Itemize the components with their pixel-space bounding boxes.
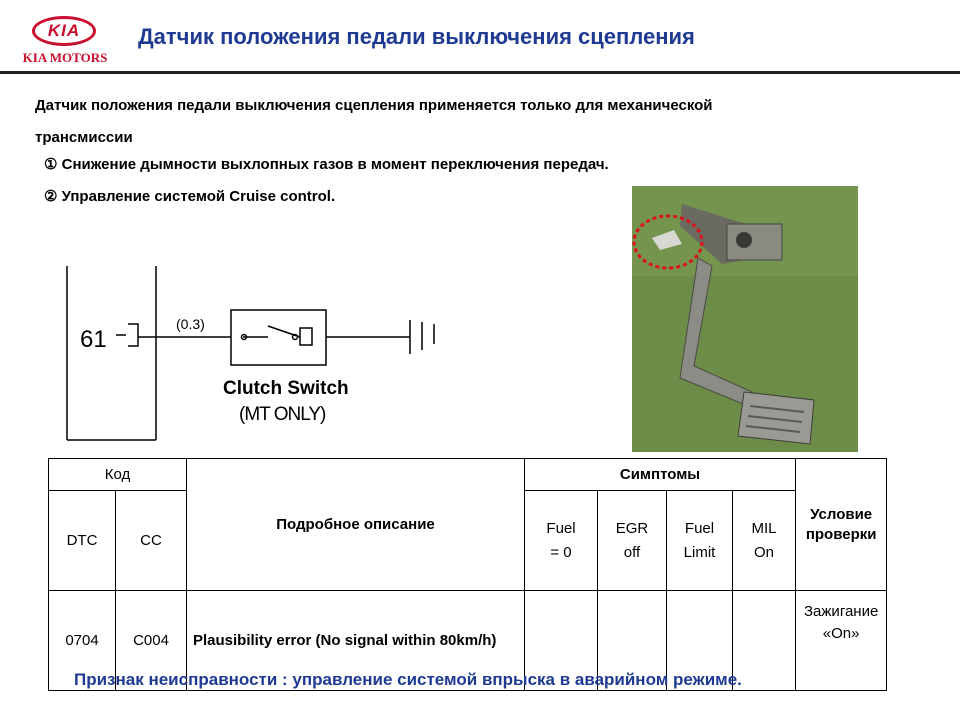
- cc-header: CC: [115, 490, 187, 591]
- switch-contact-right: [291, 333, 299, 341]
- connector-bracket: [128, 323, 139, 347]
- clutch-switch-label: Clutch Switch: [223, 378, 349, 399]
- bullet-cruise-control: ② Управление системой Cruise control.: [44, 188, 336, 205]
- clutch-switch-wiring-diagram: 61 (0.3): [66, 266, 435, 441]
- dtc-code: 0704: [48, 590, 116, 691]
- dtc-header: DTC: [48, 490, 116, 591]
- wire-gauge: (0.3): [176, 316, 205, 332]
- intro-paragraph: Датчик положения педали выключения сцепл…: [35, 90, 905, 154]
- title-divider: [0, 71, 960, 74]
- switch-contact-left: [240, 333, 248, 341]
- sensor-connector: [652, 230, 682, 250]
- dtc-table: Код Подробное описание Симптомы Условие …: [48, 458, 888, 691]
- kia-motors-text: KIA MOTORS: [22, 50, 108, 65]
- description-cell: Plausibility error (No signal within 80k…: [186, 590, 525, 691]
- bullet-smoke-reduction: ① Снижение дымности выхлопных газов в мо…: [44, 156, 609, 173]
- switch-housing: [726, 223, 783, 261]
- code-header: Код: [48, 458, 187, 491]
- condition-cell: Зажигание «On»: [794, 590, 888, 691]
- description-header: Подробное описание: [186, 458, 525, 591]
- bracket-bolt: [736, 232, 752, 248]
- intro-line-2: трансмиссии: [35, 129, 133, 146]
- kia-emblem-text: KIA: [47, 21, 81, 40]
- symptom-fuel-zero: Fuel= 0: [524, 490, 598, 591]
- slide-title: Датчик положения педали выключения сцепл…: [138, 24, 695, 49]
- intro-line-1: Датчик положения педали выключения сцепл…: [35, 97, 713, 114]
- kia-logo: KIA KIA MOTORS: [12, 14, 118, 70]
- kia-emblem: KIA: [32, 16, 96, 46]
- ecu-pin-number: 61: [80, 326, 107, 353]
- clutch-pedal-photo: [632, 186, 858, 452]
- fault-indication-footer: Признак неисправности : управление систе…: [74, 670, 742, 689]
- mt-only-label: (MT ONLY): [239, 404, 326, 425]
- symptoms-header: Симптомы: [524, 458, 796, 491]
- cc-code: C004: [115, 590, 187, 691]
- switch-terminal: [299, 327, 313, 346]
- sensor-highlight-circle: [632, 214, 704, 270]
- switch-blade: [267, 325, 301, 338]
- table-row: 0704 C004 Plausibility error (No signal …: [48, 590, 888, 691]
- pedal-pad: [737, 391, 815, 445]
- condition-header: Условие проверки: [794, 458, 888, 591]
- pedal-arm: [679, 257, 753, 407]
